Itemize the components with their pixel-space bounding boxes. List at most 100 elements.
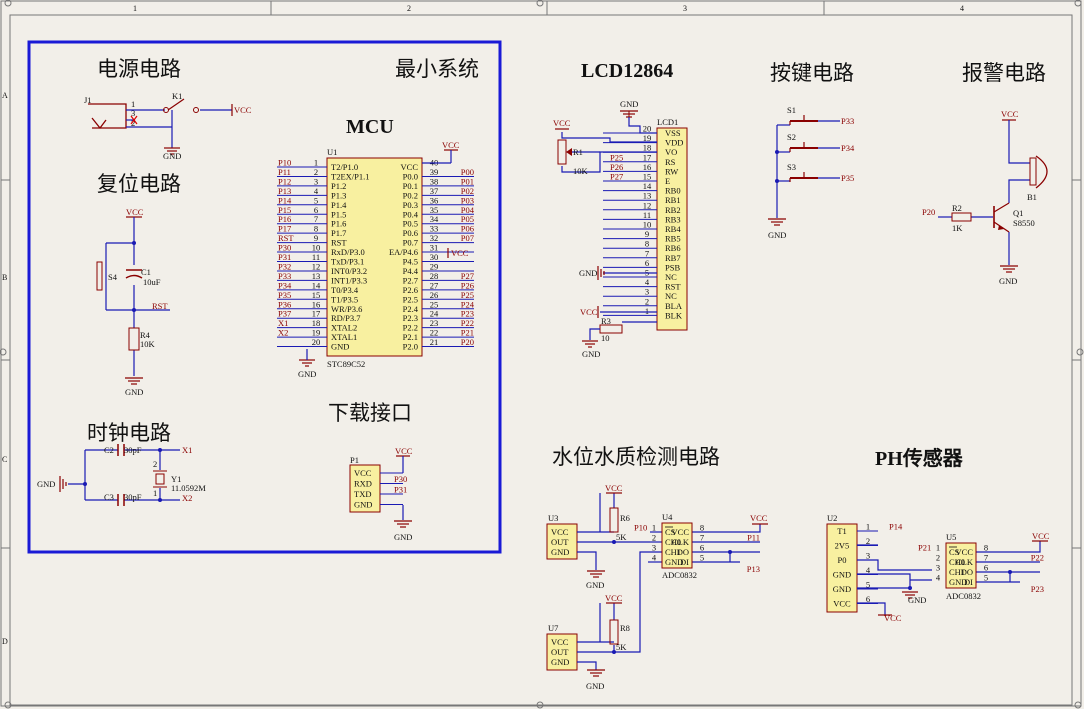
u4-net-label: P11 xyxy=(747,533,760,543)
title-lcd: LCD12864 xyxy=(581,60,673,82)
mcu-pin-number: 13 xyxy=(312,271,321,281)
svg-text:GND: GND xyxy=(551,657,569,667)
water-circuit: U3 VCC OUT GND U7 VCC OUT GND xyxy=(546,483,768,691)
u5-pin-name: CS xyxy=(949,547,960,557)
mcu-net-label: P15 xyxy=(278,205,291,215)
lcd-pin-number: 9 xyxy=(645,229,649,239)
svg-text:10: 10 xyxy=(601,333,610,343)
mcu-pin-name: P2.1 xyxy=(403,332,418,342)
lcd-pin-name: RB2 xyxy=(665,205,681,215)
mcu-pin-number: 24 xyxy=(430,309,439,319)
lcd-pin-name: PSB xyxy=(665,262,680,272)
frame-col-2: 2 xyxy=(407,4,411,13)
title-ph: PH传感器 xyxy=(875,446,964,470)
svg-text:LCD1: LCD1 xyxy=(657,117,678,127)
svg-text:VCC: VCC xyxy=(553,118,571,128)
frame-row-c: C xyxy=(2,455,7,464)
svg-text:1K: 1K xyxy=(952,223,963,233)
mcu-net-label: P26 xyxy=(461,280,474,290)
lcd-pin-number: 6 xyxy=(645,258,649,268)
svg-text:GND: GND xyxy=(586,580,604,590)
frame-row-d: D xyxy=(2,637,8,646)
mcu-pin-name: P1.3 xyxy=(331,190,346,200)
ph-sensor-pin-name: 2V5 xyxy=(835,541,850,551)
lcd-pin-name: RS xyxy=(665,157,676,167)
svg-text:VCC: VCC xyxy=(1032,531,1050,541)
svg-text:GND: GND xyxy=(125,387,143,397)
svg-text:STC89C52: STC89C52 xyxy=(327,359,365,369)
ph-sensor-pin-name: P0 xyxy=(838,555,847,565)
mcu-net-label: P00 xyxy=(461,167,474,177)
mcu-net-label: P34 xyxy=(278,280,292,290)
lcd-pin-name: RB1 xyxy=(665,195,681,205)
svg-text:Q1: Q1 xyxy=(1013,208,1023,218)
lcd-pin-number: 13 xyxy=(643,191,652,201)
svg-text:R2: R2 xyxy=(952,203,962,213)
u5-net-label: P23 xyxy=(1031,584,1044,594)
lcd-pin-number: 19 xyxy=(643,133,652,143)
svg-text:R8: R8 xyxy=(620,623,630,633)
svg-text:VCC: VCC xyxy=(884,613,902,623)
mcu-pin-name: WR/P3.6 xyxy=(331,304,362,314)
mcu-pin-name: P1.6 xyxy=(331,219,346,229)
lcd-pin-name: RB3 xyxy=(665,214,681,224)
ph-sensor-pin-name: GND xyxy=(833,584,851,594)
svg-text:C3: C3 xyxy=(104,492,114,502)
svg-text:R4: R4 xyxy=(140,330,151,340)
mcu-pin-number: 17 xyxy=(312,309,321,319)
mcu-net-label: P12 xyxy=(278,176,291,186)
mcu-pin-name: T0/P3.4 xyxy=(331,285,359,295)
svg-text:Y1: Y1 xyxy=(171,474,181,484)
svg-text:OUT: OUT xyxy=(551,647,569,657)
svg-text:U2: U2 xyxy=(827,513,837,523)
u4-pin-number: 4 xyxy=(652,553,657,563)
svg-text:GND: GND xyxy=(620,99,638,109)
mcu-net-label: P05 xyxy=(461,214,474,224)
lcd-pin-number: 20 xyxy=(643,124,652,134)
svg-text:5K: 5K xyxy=(616,642,627,652)
key-ref: S1 xyxy=(787,105,796,115)
svg-text:OUT: OUT xyxy=(551,537,569,547)
u4-pin-name: GND xyxy=(665,557,683,567)
u5-pin-name: DO xyxy=(961,567,973,577)
key-net-label: P33 xyxy=(841,116,854,126)
mcu-pin-number: 20 xyxy=(312,337,321,347)
svg-text:10uF: 10uF xyxy=(143,277,161,287)
mcu-pin-number: 16 xyxy=(312,299,321,309)
u5-pin-name: CH1 xyxy=(949,567,965,577)
frame-col-3: 3 xyxy=(683,4,687,13)
mcu-net-label: P10 xyxy=(278,158,291,168)
title-water: 水位水质检测电路 xyxy=(552,445,720,469)
mcu-pin-name: P0.5 xyxy=(403,219,418,229)
key-ref: S3 xyxy=(787,162,796,172)
mcu-pin-number: 6 xyxy=(314,205,318,215)
lcd-pin-name: RW xyxy=(665,166,678,176)
k1-label: K1 xyxy=(172,91,182,101)
lcd-pin-name: RST xyxy=(665,282,681,292)
mcu-net-label: P07 xyxy=(461,233,474,243)
mcu-net-label: P06 xyxy=(461,224,474,234)
mcu-net-label: P17 xyxy=(278,224,291,234)
mcu-pin-name: P2.7 xyxy=(403,275,418,285)
download-net-label: P31 xyxy=(394,485,407,495)
lcd-pin-number: 11 xyxy=(643,210,651,220)
mcu-net-label: X1 xyxy=(278,318,288,328)
mcu-pin-name: EA/P4.6 xyxy=(389,247,418,257)
frame-col-1: 1 xyxy=(133,4,137,13)
mcu-pin-name: P1.5 xyxy=(331,209,346,219)
u4-pin-name: CS xyxy=(665,527,676,537)
svg-text:GND: GND xyxy=(551,547,569,557)
lcd-net-label: P26 xyxy=(610,162,623,172)
lcd-pin-number: 16 xyxy=(643,162,652,172)
download-pin-name: GND xyxy=(354,500,372,510)
svg-text:VCC: VCC xyxy=(1001,109,1019,119)
u4-pin-name: DI xyxy=(680,557,689,567)
mcu-pin-number: 31 xyxy=(430,243,439,253)
svg-text:P1: P1 xyxy=(350,455,359,465)
mcu-pin-number: 34 xyxy=(430,214,439,224)
u4-net-label: P13 xyxy=(747,564,760,574)
mcu-pin-name: RST xyxy=(331,238,347,248)
